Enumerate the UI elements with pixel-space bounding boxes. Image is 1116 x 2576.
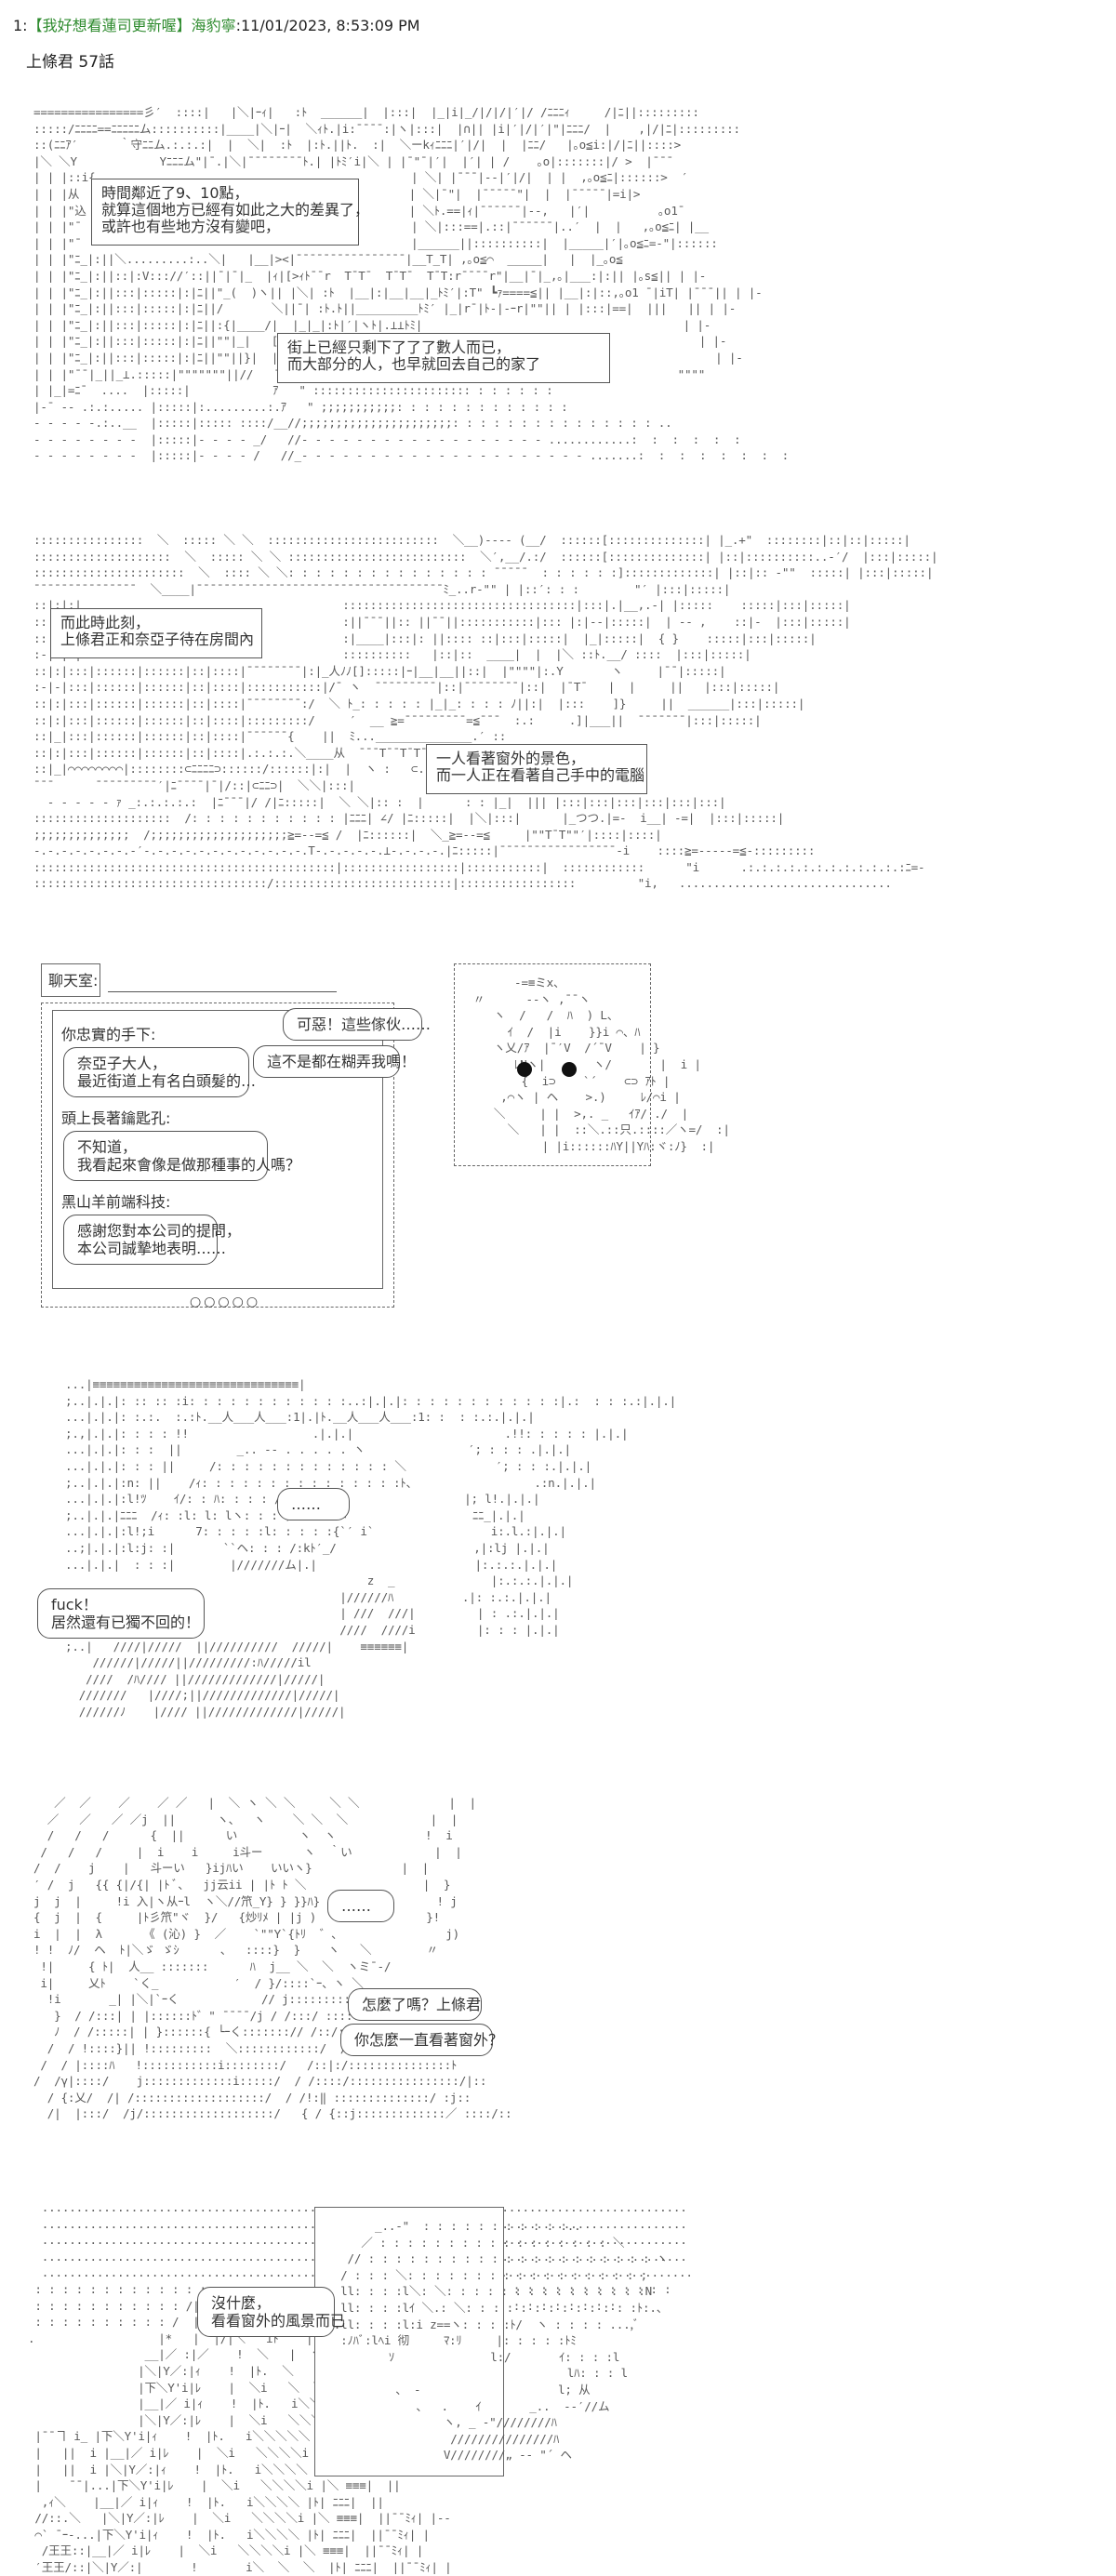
pager-dots[interactable]: ○○○○○ — [190, 1295, 261, 1309]
ascii-art-room: :::::::::::::::: ＼ ::::: ＼ ＼ :::::::::::… — [33, 533, 938, 891]
post-timestamp: 11/01/2023, 8:53:09 PM — [240, 17, 420, 34]
speech-bubble-ellipsis-2: …… — [327, 1890, 394, 1922]
speech-bubble-whats-wrong: 怎麼了嗎？上條君 — [348, 1988, 482, 2021]
narration-box-window: 一人看著窗外的景色， 而一人正在看著自己手中的電腦 — [426, 744, 647, 794]
speech-bubble-nothing: 沒什麼， 看看窗外的風景而已 — [197, 2287, 345, 2337]
touma-portrait-frame — [314, 2207, 504, 2476]
reply-bubble-damn: 可惡！這些傢伙…… — [283, 1008, 431, 1041]
chapter-title: 上條君 57話 — [26, 53, 115, 72]
left-eye-icon — [517, 1062, 532, 1077]
chat-message-1: 奈亞子大人， 最近街道上有名白頭髮的… — [63, 1047, 256, 1097]
speech-bubble-window: 你怎麼一直看著窗外？ — [340, 2024, 503, 2056]
ascii-art-touma-face: _..-" : : : : : : : : : : :.. ／ : : : : … — [333, 2219, 669, 2463]
portrait-frame — [454, 963, 651, 1166]
narration-box-street: 街上已經只剩下了了了數人而已， 而大部分的人，也早就回去自己的家了 — [277, 333, 610, 383]
chat-title-underline — [108, 991, 337, 992]
speech-bubble-fuck: fuck！ 居然還有已獨不回的！ — [37, 1588, 205, 1639]
chat-window-frame — [41, 1003, 394, 1308]
panel-street-scene: ================彡′ ::::| |＼|ｰｨ| :ﾄ _____… — [33, 104, 789, 476]
chat-messages-panel — [52, 1010, 383, 1289]
chat-author-1: 你忠實的手下: — [61, 1026, 156, 1043]
speech-bubble-ellipsis: …… — [277, 1488, 350, 1520]
poster-name[interactable]: 【我好想看蓮司更新喔】海豹寧 — [27, 17, 236, 34]
chat-message-3: 感謝您對本公司的提問， 本公司誠摯地表明…… — [63, 1215, 241, 1265]
narration-box-time: 時間鄰近了9、10點， 就算這個地方已經有如此之大的差異了， 或許也有些地方沒有… — [91, 179, 369, 246]
panel-touma-question: ／ ／ ／ ／ ／ | ＼ ヽ ＼ ＼ ＼ ＼ | | ／ ／ ／ ／j || … — [33, 1795, 573, 2167]
reply-bubble-fooling: 這不是都在糊弄我嗎！ — [253, 1045, 416, 1078]
chat-author-3: 黑山羊前端科技: — [61, 1193, 171, 1211]
panel-nyarko-angry: ...|≡≡≡≡≡≡≡≡≡≡≡≡≡≡≡≡≡≡≡≡≡≡≡≡≡≡≡≡≡≡| ;..|… — [37, 1376, 676, 1748]
ascii-art-nyarko-room: ...|≡≡≡≡≡≡≡≡≡≡≡≡≡≡≡≡≡≡≡≡≡≡≡≡≡≡≡≡≡≡| ;..|… — [65, 1377, 677, 1719]
panel-chat-room: 聊天室: 你忠實的手下: 奈亞子大人， 最近街道上有名白頭髮的… 頭上長著鑰匙孔… — [37, 958, 730, 1330]
ascii-art-nyarko-closeup: ／ ／ ／ ／ ／ | ＼ ヽ ＼ ＼ ＼ ＼ | | ／ ／ ／ ／j || … — [33, 1796, 512, 2121]
panel-touma-answer: ........................................… — [28, 2199, 693, 2574]
chat-message-2: 不知道， 我看起來會像是做那種事的人嗎？ — [63, 1131, 300, 1181]
chat-title: 聊天室: — [48, 972, 99, 989]
post-header: 1:【我好想看蓮司更新喔】海豹寧:11/01/2023, 8:53:09 PM — [13, 17, 420, 35]
narration-box-room: 而此時此刻， 上條君正和奈亞子待在房間內 — [50, 608, 262, 658]
post-number: 1: — [13, 17, 28, 34]
ascii-art-nyarko-face: -=≡ミx、 〃 --ヽ ,¯¯ヽ ヽ / / ﾊ ) L、 ｲ / |i }}… — [472, 976, 730, 1153]
ascii-art-street: ================彡′ ::::| |＼|ｰｨ| :ﾄ _____… — [33, 105, 790, 463]
panel-room-scene: :::::::::::::::: ＼ ::::: ＼ ＼ :::::::::::… — [33, 532, 938, 895]
chat-author-2: 頭上長著鑰匙孔: — [61, 1109, 171, 1127]
header-separator: : — [235, 17, 241, 34]
right-eye-icon — [562, 1062, 577, 1077]
